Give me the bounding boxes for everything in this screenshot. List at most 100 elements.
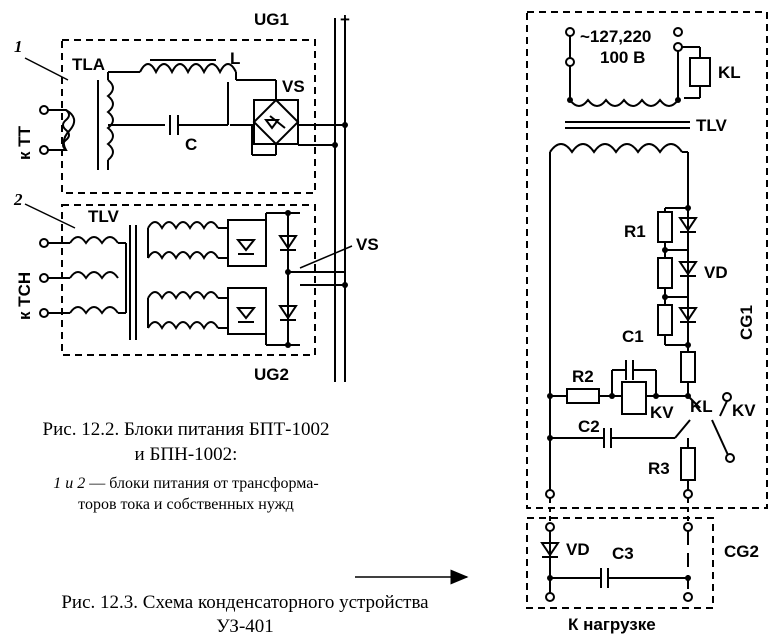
figure-12-2-caption-line1: Рис. 12.2. Блоки питания БПТ-1002 xyxy=(42,419,330,440)
ug1-dashed-frame xyxy=(61,39,316,194)
cg1-r1-resistor-3 xyxy=(657,304,673,336)
cg1-supply-line1: ~127,220 xyxy=(580,27,651,46)
cg1-junction xyxy=(662,247,668,253)
cg1-c1-label: C1 xyxy=(622,327,644,346)
cg1-supply-terminal-right2 xyxy=(673,42,683,52)
cg1-transformer-secondary xyxy=(549,143,683,154)
cg1-transformer-primary xyxy=(569,98,679,107)
figure-12-2-legend: 1 и 2 — блоки питания от трансформа- тор… xyxy=(10,473,362,515)
cg1-kv-relay-coil xyxy=(621,381,647,415)
cg2-block xyxy=(526,517,714,609)
cg2-label: CG2 xyxy=(724,542,759,561)
cg1-r3-label: R3 xyxy=(648,459,670,478)
cg1-junction xyxy=(685,342,691,348)
ug1-capacitor-label: C xyxy=(185,135,197,154)
cg1-vd-diode-3 xyxy=(678,307,698,323)
cg1-r1-label: R1 xyxy=(624,222,646,241)
cg1-supply-terminal-left xyxy=(565,27,575,37)
cg2-junction xyxy=(547,575,553,581)
cg1-r2-label: R2 xyxy=(572,367,594,386)
cg2-vd-label: VD xyxy=(566,540,590,559)
cg1-r2-resistor xyxy=(566,388,600,404)
cg2-in-terminal-right xyxy=(683,522,693,532)
figure-12-3-caption: Рис. 12.3. Схема конденсаторного устройс… xyxy=(10,591,480,639)
ug1-block xyxy=(39,39,345,194)
figure-12-3-caption-line2: УЗ-401 xyxy=(216,616,274,637)
cg1-junction xyxy=(662,294,668,300)
ug2-marker: 2 xyxy=(13,190,23,209)
cg1-dashed-frame xyxy=(526,11,768,509)
cg1-supply-terminal-middle xyxy=(565,57,575,67)
cg1-transformer-label: TLV xyxy=(696,116,728,135)
cg1-relay-coil xyxy=(689,57,711,87)
cg2-out-terminal-left xyxy=(545,592,555,602)
ug1-marker: 1 xyxy=(14,37,23,56)
cg1-c2-label: C2 xyxy=(578,417,600,436)
bus-plus-label: + xyxy=(340,10,350,29)
cg1-series-resistor xyxy=(680,351,696,383)
ug1-inductor-label: L xyxy=(230,49,240,68)
figure-12-3-caption-line1: Рис. 12.3. Схема конденсаторного устройс… xyxy=(61,592,429,613)
ug1-transformer-label: TLA xyxy=(72,55,105,74)
figure-12-2-caption: Рис. 12.2. Блоки питания БПТ-1002 и БПН-… xyxy=(10,417,362,467)
ug2-label: UG2 xyxy=(254,365,289,384)
cg1-kv-contact-label: KV xyxy=(732,401,756,420)
ug2-secondary-windings xyxy=(147,221,219,330)
ug2-junction xyxy=(285,342,291,348)
dc-bus xyxy=(334,18,346,382)
cg1-supply-line2: 100 В xyxy=(600,48,645,67)
cg1-out-terminal-right xyxy=(683,489,693,499)
legend-line2: торов тока и собственных нужд xyxy=(78,496,294,513)
cg1-vd-diode-2 xyxy=(678,261,698,277)
cg1-vd-diode-1 xyxy=(678,217,698,233)
ug2-block xyxy=(39,204,345,356)
cg2-junction xyxy=(685,575,691,581)
ug2-diode-bottom xyxy=(278,305,298,321)
cg1-junction xyxy=(685,205,691,211)
figure-12-2-caption-line2: и БПН-1002: xyxy=(134,444,238,465)
ug1-input-terminal-bottom xyxy=(39,145,49,155)
cg2-vd-diode xyxy=(540,542,560,558)
ug2-diode-top xyxy=(278,235,298,251)
cg1-r1-resistor-1 xyxy=(657,211,673,243)
ug1-input-terminal-top xyxy=(39,105,49,115)
ug2-input-terminal-2 xyxy=(39,273,49,283)
cg1-junction xyxy=(685,393,691,399)
cg1-vd-label: VD xyxy=(704,263,728,282)
cg1-kl-contact-label: KL xyxy=(690,397,713,416)
cg1-relay-label: KL xyxy=(718,63,741,82)
ug1-rectifier-label: VS xyxy=(282,77,305,96)
cg1-out-terminal-left xyxy=(545,489,555,499)
cg1-kv-label: KV xyxy=(650,403,674,422)
ug2-input-label: к ТСН xyxy=(15,272,34,320)
ug2-input-terminal-1 xyxy=(39,238,49,248)
cg2-output-label: К нагрузке xyxy=(568,615,656,634)
cg2-in-terminal-left xyxy=(545,522,555,532)
cg1-label: CG1 xyxy=(737,305,756,340)
cg1-supply-terminal-right xyxy=(673,27,683,37)
ug1-input-loop xyxy=(48,109,76,151)
cg1-junction xyxy=(675,97,681,103)
cg1-junction xyxy=(609,393,615,399)
cg1-kv-contact-terminal xyxy=(722,392,732,402)
ug1-input-label: к ТТ xyxy=(15,125,34,160)
cg1-junction xyxy=(653,393,659,399)
legend-numbers: 1 и 2 xyxy=(53,475,86,492)
ug2-rectifier-label: VS xyxy=(356,235,379,254)
legend-text: — блоки питания от трансформа- xyxy=(85,475,319,492)
cg1-r3-resistor xyxy=(680,447,696,481)
ug1-transformer-winding xyxy=(106,79,114,161)
ug2-junction xyxy=(285,269,291,275)
cg2-out-terminal-right xyxy=(683,592,693,602)
ug2-primary-windings xyxy=(69,236,119,315)
cg1-junction xyxy=(547,393,553,399)
cg2-dashed-frame xyxy=(526,517,714,609)
cg1-junction xyxy=(567,97,573,103)
cg1-r1-resistor-2 xyxy=(657,257,673,289)
ug2-bridge-top xyxy=(227,219,267,267)
cg1-block xyxy=(526,11,768,509)
cg1-junction xyxy=(547,435,553,441)
ug2-dashed-frame xyxy=(61,204,316,356)
ug2-input-terminal-3 xyxy=(39,308,49,318)
